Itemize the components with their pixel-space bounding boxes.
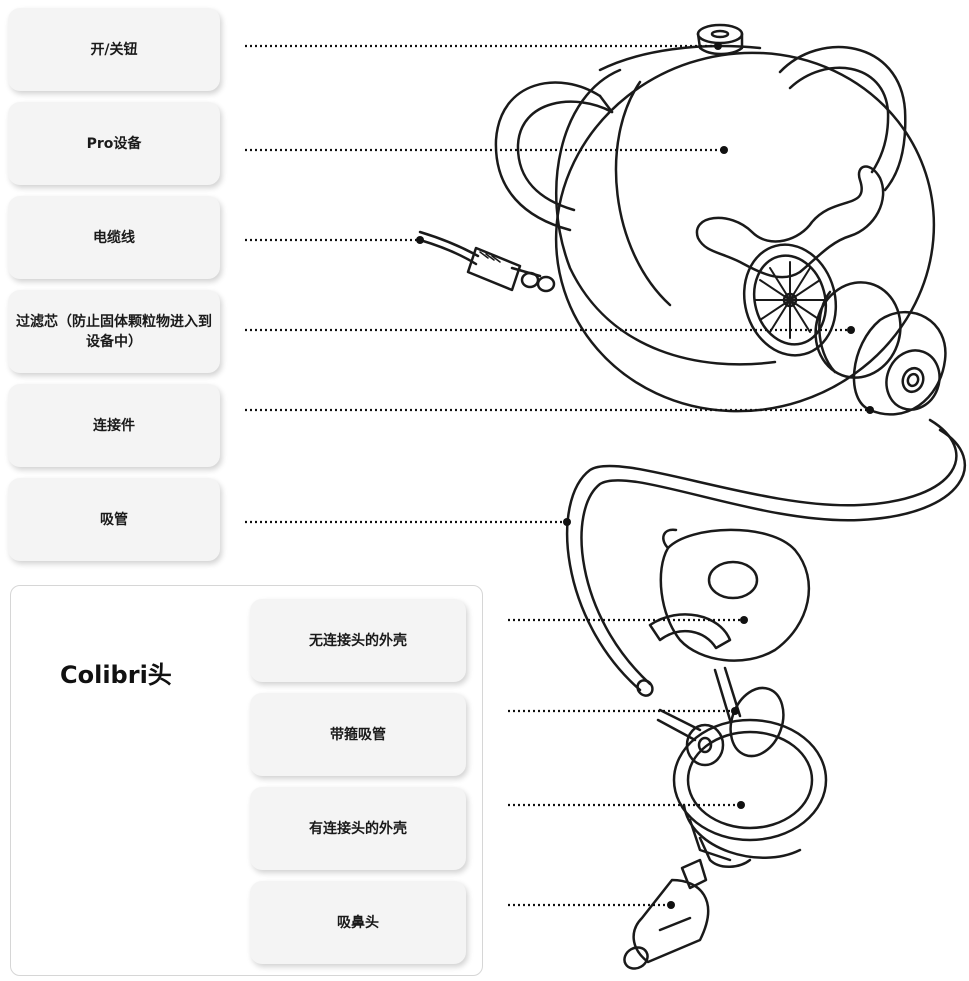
- cable-drawing: [418, 230, 556, 293]
- label-nasal-tip-text: 吸鼻头: [337, 914, 379, 931]
- label-hose-with-clamp: 带箍吸管: [250, 693, 466, 776]
- label-nasal-tip: 吸鼻头: [250, 881, 466, 964]
- filter-disk-drawing: [814, 281, 902, 379]
- dot-pro-device: [720, 146, 728, 154]
- dot-on-off-button: [714, 42, 722, 50]
- colibri-group-title: Colibri头: [60, 661, 172, 689]
- label-shell-with-connector-text: 有连接头的外壳: [309, 820, 407, 837]
- label-filter: 过滤芯（防止固体颗粒物进入到设备中）: [8, 290, 220, 373]
- nasal-tip-drawing: [623, 858, 710, 970]
- leader-dots: [416, 42, 874, 909]
- label-on-off-button-text: 开/关钮: [90, 41, 138, 58]
- label-on-off-button: 开/关钮: [8, 8, 220, 91]
- label-pro-device: Pro设备: [8, 102, 220, 185]
- shell-no-connector-drawing: [648, 528, 810, 662]
- dot-hose-with-clamp: [731, 707, 739, 715]
- leader-lines: [245, 44, 870, 907]
- dot-suction-tube: [563, 518, 571, 526]
- dot-connector: [866, 406, 874, 414]
- label-pro-device-text: Pro设备: [86, 135, 142, 152]
- label-suction-tube: 吸管: [8, 478, 220, 561]
- label-shell-with-connector: 有连接头的外壳: [250, 787, 466, 870]
- dot-nasal-tip: [667, 901, 675, 909]
- label-shell-no-connector: 无连接头的外壳: [250, 599, 466, 682]
- label-filter-text: 过滤芯（防止固体颗粒物进入到设备中）: [16, 313, 212, 350]
- label-connector: 连接件: [8, 384, 220, 467]
- label-cable-text: 电缆线: [93, 229, 135, 246]
- pro-device-drawing: [494, 23, 936, 413]
- label-suction-tube-text: 吸管: [100, 511, 128, 528]
- label-hose-with-clamp-text: 带箍吸管: [330, 726, 386, 743]
- dot-shell-no-connector: [740, 616, 748, 624]
- dot-cable: [416, 236, 424, 244]
- label-shell-no-connector-text: 无连接头的外壳: [309, 632, 407, 649]
- hose-with-clamp-drawing: [656, 666, 785, 767]
- shell-with-connector-drawing: [672, 718, 828, 868]
- tube-drawing: [565, 418, 967, 697]
- label-cable: 电缆线: [8, 196, 220, 279]
- connector-drawing: [852, 310, 947, 416]
- dot-shell-with-connector: [737, 801, 745, 809]
- label-connector-text: 连接件: [93, 417, 135, 434]
- dot-filter: [847, 326, 855, 334]
